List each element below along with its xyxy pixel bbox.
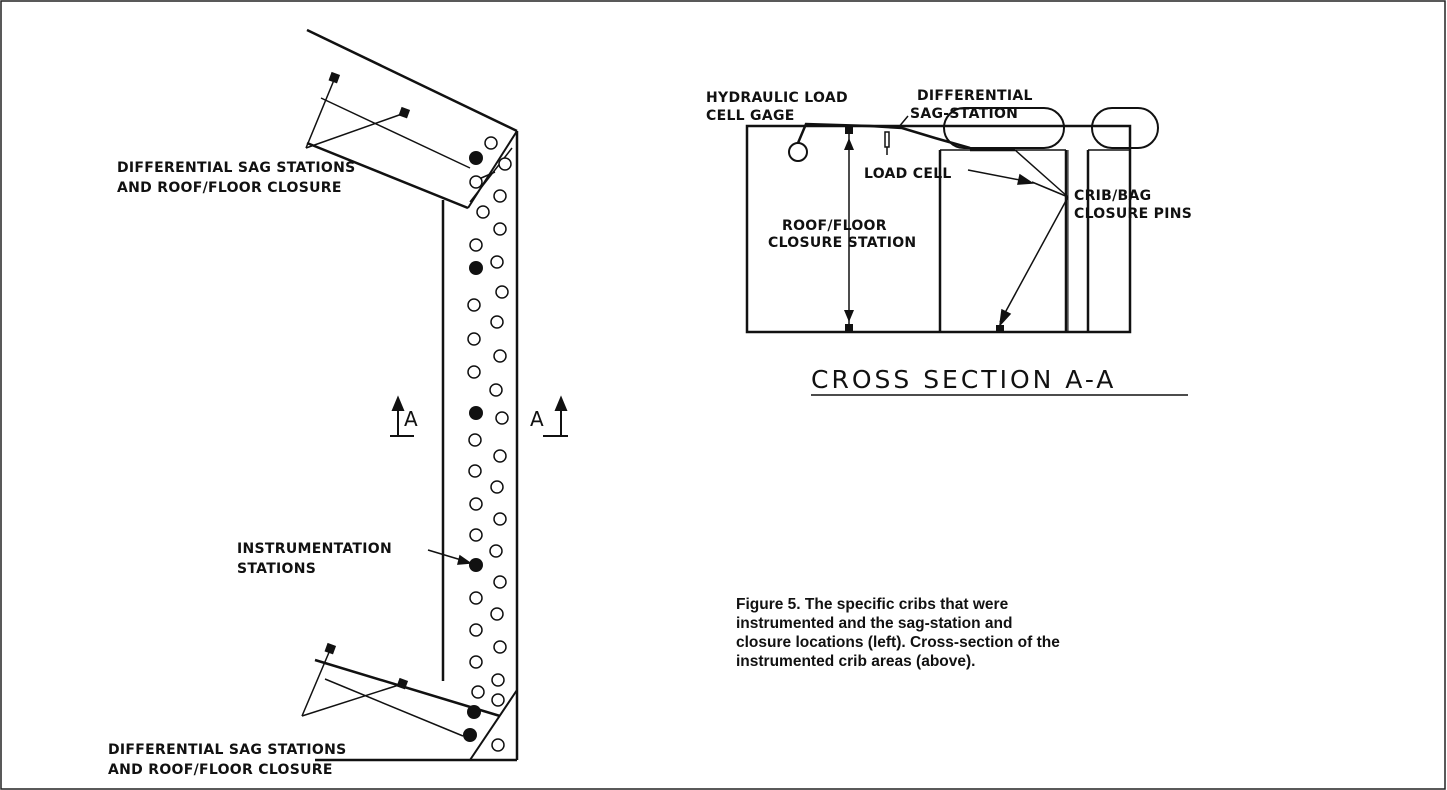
cross-section-title: CROSS SECTION A-A <box>811 365 1116 394</box>
instrumentation-leader <box>427 549 473 565</box>
diff-sag-label-line2: SAG-STATION <box>910 106 1018 122</box>
section-marker-right <box>543 395 568 437</box>
sag-station-marker <box>328 71 341 84</box>
sag-leader-lines <box>301 79 403 717</box>
figure-caption: Figure 5. The specific cribs that were i… <box>736 595 1116 671</box>
cross-section-leaders <box>897 115 1069 328</box>
diff-sag-label-line1: DIFFERENTIAL <box>917 88 1033 104</box>
caption-line-3: closure locations (left). Cross-section … <box>736 634 1060 651</box>
section-letter-left: A <box>404 407 418 431</box>
instrumentation-label-line1: INSTRUMENTATION <box>237 541 392 557</box>
sag-top-label-line2: AND ROOF/FLOOR CLOSURE <box>117 180 342 196</box>
instrumented-cribs <box>463 151 483 742</box>
hydraulic-label-line2: CELL GAGE <box>706 108 795 124</box>
hydraulic-label-line1: HYDRAULIC LOAD <box>706 90 848 106</box>
crib-pins-label-line2: CLOSURE PINS <box>1074 206 1192 222</box>
caption-line-4: instrumented crib areas (above). <box>736 653 976 670</box>
section-letter-right: A <box>530 407 544 431</box>
section-marker-left <box>390 395 414 437</box>
load-cell-label: LOAD CELL <box>864 166 952 182</box>
sag-bottom-label-line1: DIFFERENTIAL SAG STATIONS <box>108 742 347 758</box>
crib-circles <box>467 136 512 752</box>
sag-bottom-label-line2: AND ROOF/FLOOR CLOSURE <box>108 762 333 778</box>
roof-floor-label-line1: ROOF/FLOOR <box>782 218 887 234</box>
cross-section-markers <box>844 126 1004 332</box>
plan-view <box>306 28 519 762</box>
caption-line-2: instrumented and the sag-station and <box>736 615 1013 632</box>
crib-pins-label-line1: CRIB/BAG <box>1074 188 1151 204</box>
sag-station-marker <box>324 642 337 655</box>
sag-station-marker <box>398 106 411 119</box>
sag-station-marker <box>396 677 409 690</box>
cross-section <box>745 107 1159 334</box>
sag-top-label-line1: DIFFERENTIAL SAG STATIONS <box>117 160 356 176</box>
caption-line-1: Figure 5. The specific cribs that were <box>736 596 1009 613</box>
sag-station-markers <box>324 71 411 690</box>
roof-floor-label-line2: CLOSURE STATION <box>768 235 916 251</box>
instrumentation-label-line2: STATIONS <box>237 561 316 577</box>
